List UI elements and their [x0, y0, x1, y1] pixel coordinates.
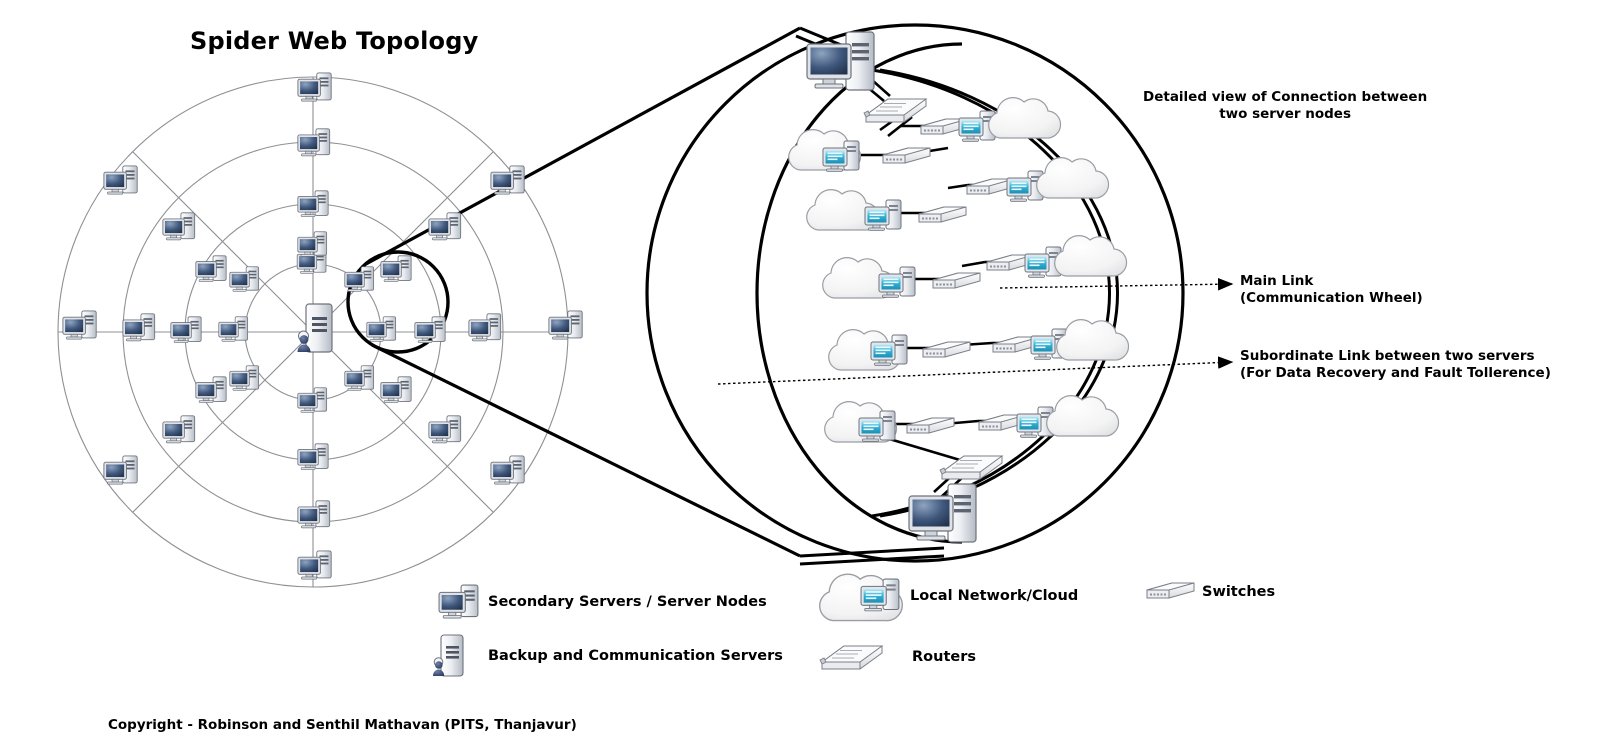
server-node [297, 72, 332, 102]
detail-left-branches [788, 129, 981, 443]
server-node [490, 165, 525, 195]
server-node [297, 190, 329, 217]
switch-icon [906, 417, 955, 434]
server-node [344, 266, 375, 292]
server-node [103, 455, 138, 485]
server-node [218, 316, 249, 342]
legend-label-backup-servers: Backup and Communication Servers [488, 648, 783, 664]
server-node [195, 255, 227, 282]
router-icon [863, 98, 927, 123]
server-node [122, 313, 156, 342]
switch-icon [918, 206, 967, 223]
detail-note-line2: two server nodes [1219, 105, 1351, 122]
server-node [103, 165, 138, 195]
copyright-notice: Copyright - Robinson and Senthil Mathava… [108, 717, 577, 733]
main-link-arrow [999, 277, 1234, 291]
central-backup-server [296, 303, 333, 353]
server-node [490, 455, 525, 485]
spider-web-spokes [58, 77, 568, 587]
detail-right-branches [920, 97, 1130, 438]
server-node [162, 415, 196, 444]
detail-top-server-node [806, 31, 875, 91]
server-node [414, 316, 446, 343]
server-node [297, 550, 332, 580]
main-link-line1: Main Link [1240, 273, 1314, 289]
sub-link-line1: Subordinate Link between two servers [1240, 348, 1535, 364]
main-link-callout: Main Link(Communication Wheel) [1240, 273, 1423, 307]
server-node [428, 415, 462, 444]
legend-label-routers: Routers [912, 649, 976, 665]
server-node [428, 212, 462, 241]
legend-backup-server-icon [432, 634, 464, 677]
magnifier-circle [346, 250, 450, 354]
router-icon [939, 455, 1003, 480]
server-node [229, 365, 260, 391]
server-node [297, 387, 328, 413]
server-node [297, 443, 329, 470]
detail-bottom-server-node [908, 483, 977, 543]
legend-secondary-server-icon [438, 584, 479, 619]
switch-icon [882, 147, 931, 164]
server-node [380, 376, 412, 403]
server-node [229, 266, 260, 292]
main-link-line2: (Communication Wheel) [1240, 289, 1423, 306]
main-link-arc [871, 68, 1119, 518]
server-node [195, 376, 227, 403]
legend-router-icon [819, 645, 883, 670]
page-title: Spider Web Topology [190, 27, 479, 55]
legend-label-local-network: Local Network/Cloud [910, 588, 1079, 604]
server-node [548, 310, 583, 340]
server-node [62, 310, 97, 340]
server-node [170, 316, 202, 343]
server-node [344, 365, 375, 391]
detail-note-line1: Detailed view of Connection between [1143, 89, 1428, 105]
legend-label-secondary-servers: Secondary Servers / Server Nodes [488, 594, 767, 610]
server-node [297, 500, 331, 529]
server-node [366, 316, 397, 342]
subordinate-link-callout: Subordinate Link between two servers(For… [1240, 348, 1551, 382]
server-node [162, 212, 196, 241]
server-node [297, 231, 328, 257]
subordinate-link-arrow [717, 356, 1234, 385]
switch-icon [922, 341, 971, 358]
server-node [297, 128, 331, 157]
server-node [468, 313, 502, 342]
legend-switch-icon [1146, 582, 1195, 599]
legend-label-switches: Switches [1202, 584, 1276, 600]
switch-icon [932, 272, 981, 289]
sub-link-line2: (For Data Recovery and Fault Tollerence) [1240, 364, 1551, 381]
server-node [380, 255, 412, 282]
callout-arrows [717, 277, 1234, 385]
detail-outer-sphere [645, 23, 1185, 563]
